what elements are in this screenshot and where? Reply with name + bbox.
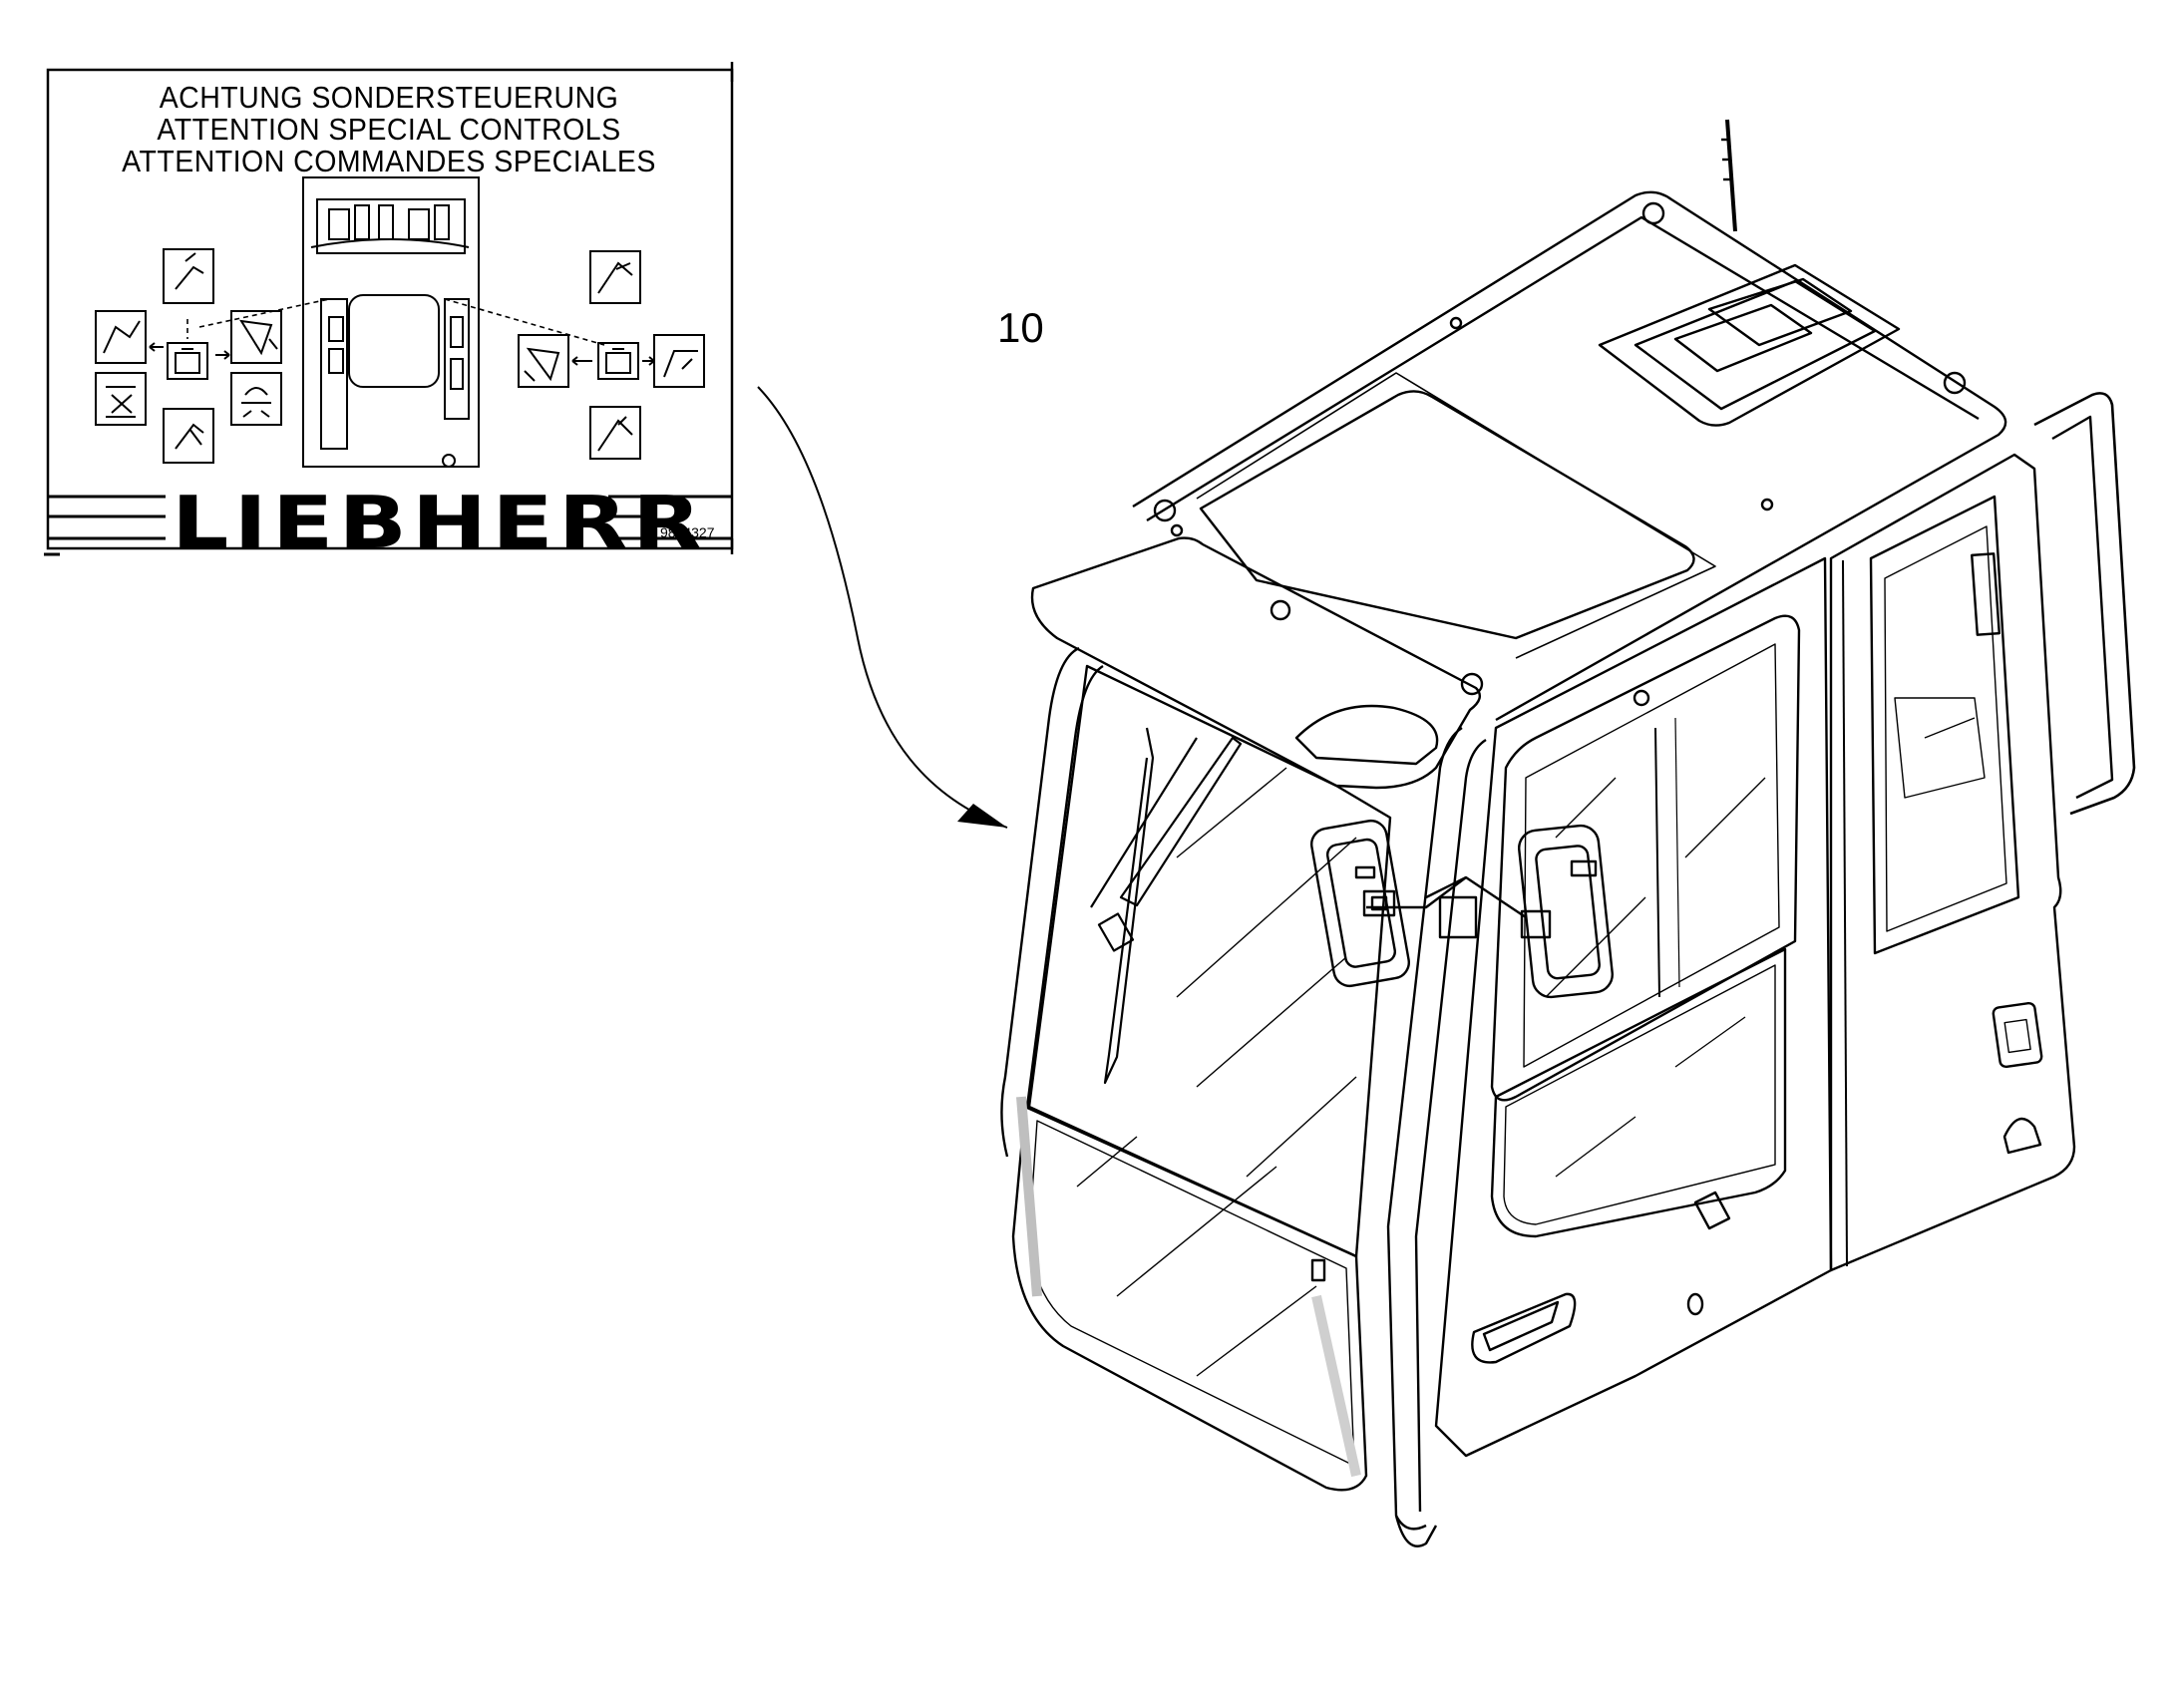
operator-cab bbox=[1000, 119, 2136, 1547]
door-window bbox=[1490, 614, 1801, 1102]
decal-border bbox=[46, 68, 734, 550]
lifting-eyes bbox=[1153, 201, 1967, 696]
brand-bars bbox=[44, 495, 732, 556]
decal-part-number: 9804327 bbox=[660, 524, 715, 540]
callout-arrow bbox=[757, 386, 1008, 829]
roof bbox=[1132, 190, 2007, 722]
roof-hatch bbox=[1598, 263, 1901, 427]
decal-connectors bbox=[186, 298, 605, 346]
cab-door bbox=[1434, 556, 1833, 1458]
front-visor bbox=[1030, 536, 1482, 790]
antenna bbox=[1721, 119, 1737, 232]
lower-front-glass bbox=[1011, 1105, 1368, 1492]
brand-logo: LIEBHERR bbox=[172, 481, 707, 564]
rear-badge bbox=[1992, 1001, 2043, 1069]
roof-handle bbox=[2033, 392, 2136, 816]
front-windshield bbox=[1027, 664, 1392, 1258]
door-lower-window bbox=[1490, 947, 1787, 1238]
arrowhead-icon bbox=[957, 804, 1007, 828]
door-handle bbox=[1471, 1292, 1577, 1364]
roof-window bbox=[1199, 390, 1695, 640]
decal-title-english: ATTENTION SPECIAL CONTROLS bbox=[157, 112, 621, 147]
decal-title-french: ATTENTION COMMANDES SPECIALES bbox=[122, 144, 656, 178]
rear-panel bbox=[1829, 453, 2076, 1272]
right-mirror bbox=[1354, 824, 1614, 999]
warning-decal bbox=[44, 62, 734, 556]
cab-floor-plan bbox=[302, 176, 480, 468]
right-control-icons bbox=[518, 250, 705, 460]
wiper bbox=[1090, 727, 1243, 1085]
a-pillar bbox=[1386, 726, 1463, 1531]
callout-number: 10 bbox=[997, 304, 1044, 351]
decal-title-german: ACHTUNG SONDERSTEUERUNG bbox=[159, 80, 619, 115]
left-mirror bbox=[1310, 819, 1467, 988]
front-pillar bbox=[1000, 646, 1080, 1158]
left-control-icons bbox=[95, 248, 282, 464]
